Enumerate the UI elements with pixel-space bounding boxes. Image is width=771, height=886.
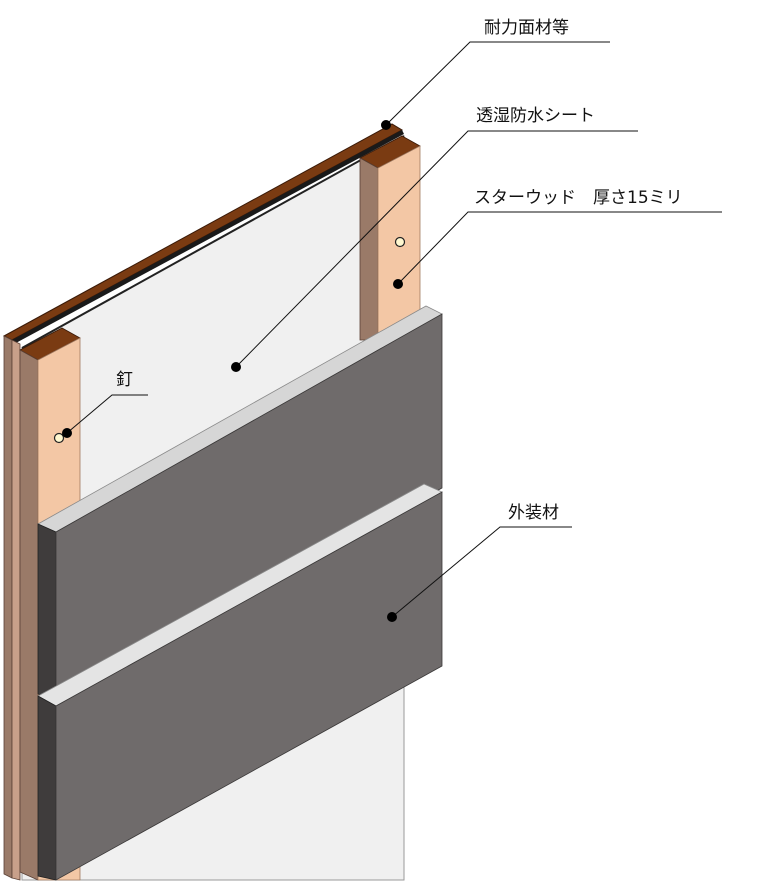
dot-nail xyxy=(62,428,72,438)
leader-nail xyxy=(66,394,148,434)
cladding-lower-face xyxy=(55,491,443,881)
dot-structural-panel xyxy=(381,120,391,130)
label-nail: 釘 xyxy=(116,370,133,390)
dot-moisture-sheet xyxy=(231,362,241,372)
cladding-upper xyxy=(37,305,443,703)
sheet-top-line xyxy=(21,135,405,349)
label-exterior: 外装材 xyxy=(508,503,559,523)
cladding-lower xyxy=(37,483,443,881)
structural-panel xyxy=(2,123,404,881)
nail-left xyxy=(53,432,65,444)
dot-exterior xyxy=(387,612,397,622)
label-star-wood: スターウッド 厚さ15ミリ xyxy=(474,188,683,208)
nail-right xyxy=(394,236,406,248)
leader-star-wood xyxy=(397,211,722,285)
dot-star-wood xyxy=(393,279,403,289)
leader-exterior xyxy=(391,526,572,618)
leader-structural-panel xyxy=(385,41,610,126)
star-wood-left-side xyxy=(19,349,39,881)
leader-moisture-sheet xyxy=(235,130,638,368)
cladding-lower-side xyxy=(37,695,57,881)
structural-panel-lip xyxy=(12,130,404,344)
structural-panel-left-edge xyxy=(3,335,13,879)
label-moisture-sheet: 透湿防水シート xyxy=(476,106,595,126)
cladding-upper-face xyxy=(55,313,443,703)
leader-dots xyxy=(62,120,403,622)
label-structural-panel: 耐力面材等 xyxy=(484,18,569,38)
star-wood-right xyxy=(359,135,421,341)
star-wood-right-side xyxy=(359,157,379,341)
structural-panel-left-edge-2 xyxy=(11,339,21,881)
cladding-upper-side xyxy=(37,523,57,703)
leaders xyxy=(66,41,722,618)
